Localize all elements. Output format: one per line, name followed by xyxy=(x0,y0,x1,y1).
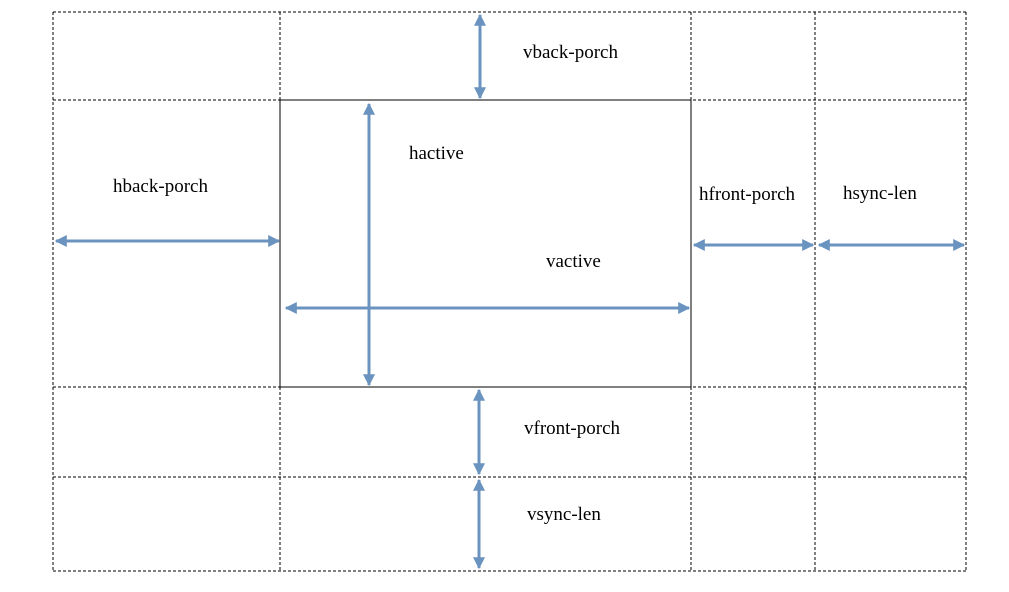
active-area-box xyxy=(279,99,692,388)
label-hback-porch: hback-porch xyxy=(113,176,208,197)
label-vfront-porch: vfront-porch xyxy=(524,418,621,439)
label-vback-porch: vback-porch xyxy=(523,42,618,63)
label-hsync-len: hsync-len xyxy=(843,183,917,204)
label-vactive: vactive xyxy=(546,251,601,272)
label-hfront-porch: hfront-porch xyxy=(699,184,796,205)
dashed-grid xyxy=(52,11,967,572)
labels: vback-porch hactive hback-porch hfront-p… xyxy=(113,42,917,525)
arrows xyxy=(54,13,966,570)
label-hactive: hactive xyxy=(409,143,464,164)
label-vsync-len: vsync-len xyxy=(527,504,601,525)
